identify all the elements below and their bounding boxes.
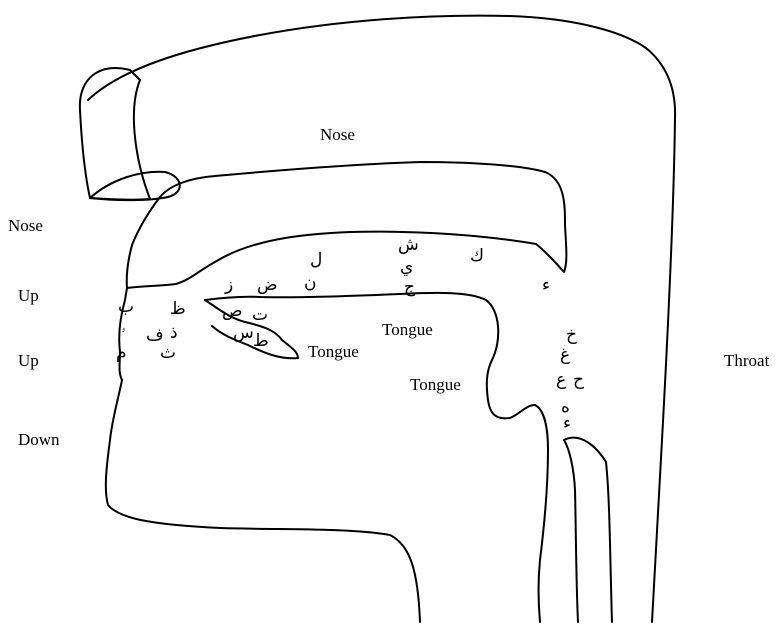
letter-zay: ز [224,275,233,295]
label-nose-outer: Nose [320,125,355,144]
letter-ta: ت [252,305,268,325]
letter-sad: ص [222,301,243,321]
letter-ba: ب [118,297,134,317]
letter-kha: خ [566,325,577,345]
letter-lam: ل [310,250,322,270]
label-throat: Throat [724,351,770,370]
label-down: Down [18,430,60,449]
letter-hamza-lower: ء [563,413,571,433]
letter-nun: ن [304,273,316,293]
letter-dot-lip: ۥ [121,321,125,341]
letter-kaf: ك [470,246,484,266]
label-up-2: Up [18,351,39,370]
letter-ayn: ع [556,370,566,390]
letter-dad: ض [257,275,278,295]
label-tongue-back: Tongue [410,375,461,394]
label-up-1: Up [18,286,39,305]
letter-mim: م [116,343,127,363]
letter-ya: ي [400,257,413,277]
letter-hamza-upper: ء [542,275,550,295]
letter-tha: ث [160,343,176,363]
label-nose-inner: Nose [8,216,43,235]
letter-dha: ظ [170,299,186,319]
letter-sin: س [233,323,254,343]
letter-fa: ف [146,325,164,345]
letter-ghayn: غ [560,345,570,365]
letter-ta-heavy: ط [253,331,269,351]
label-tongue-tip: Tongue [308,342,359,361]
letter-ha: ح [573,370,584,390]
label-tongue-mid: Tongue [382,320,433,339]
letter-jim: ج [404,277,415,297]
letter-dhal: ذ [170,323,178,343]
letter-shin: ش [398,235,419,255]
